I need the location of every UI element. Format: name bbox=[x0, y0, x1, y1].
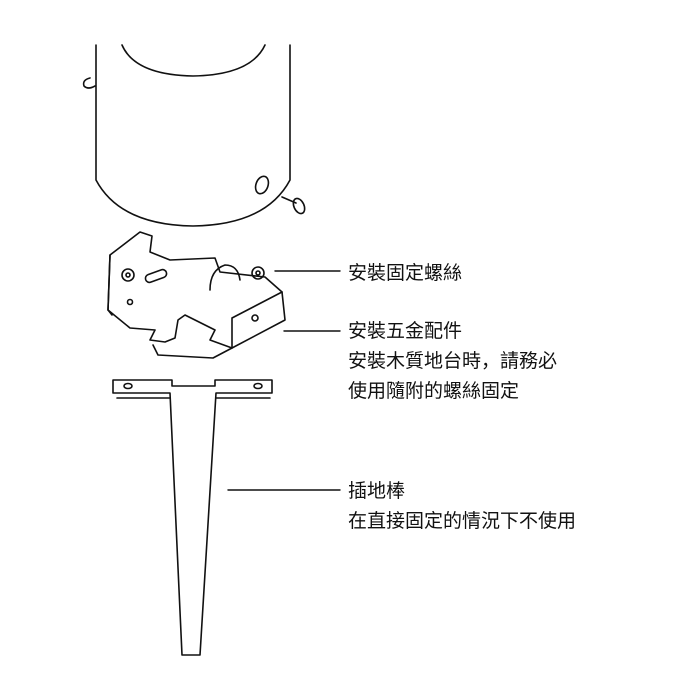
lamp-cylinder bbox=[82, 44, 291, 227]
screw-icon bbox=[281, 196, 306, 215]
stake-note: 在直接固定的情況下不使用 bbox=[348, 510, 577, 532]
ground-stake bbox=[112, 379, 273, 656]
screws-label: 安裝固定螺絲 bbox=[348, 262, 463, 284]
leader-lines bbox=[227, 270, 341, 491]
bracket-note-line2: 使用隨附的螺絲固定 bbox=[348, 380, 520, 402]
mounting-bracket bbox=[107, 231, 286, 359]
bracket-note-line1: 安裝木質地台時，請務必 bbox=[348, 350, 558, 372]
stake-title: 插地棒 bbox=[348, 480, 406, 502]
bracket-title: 安裝五金配件 bbox=[348, 320, 463, 342]
